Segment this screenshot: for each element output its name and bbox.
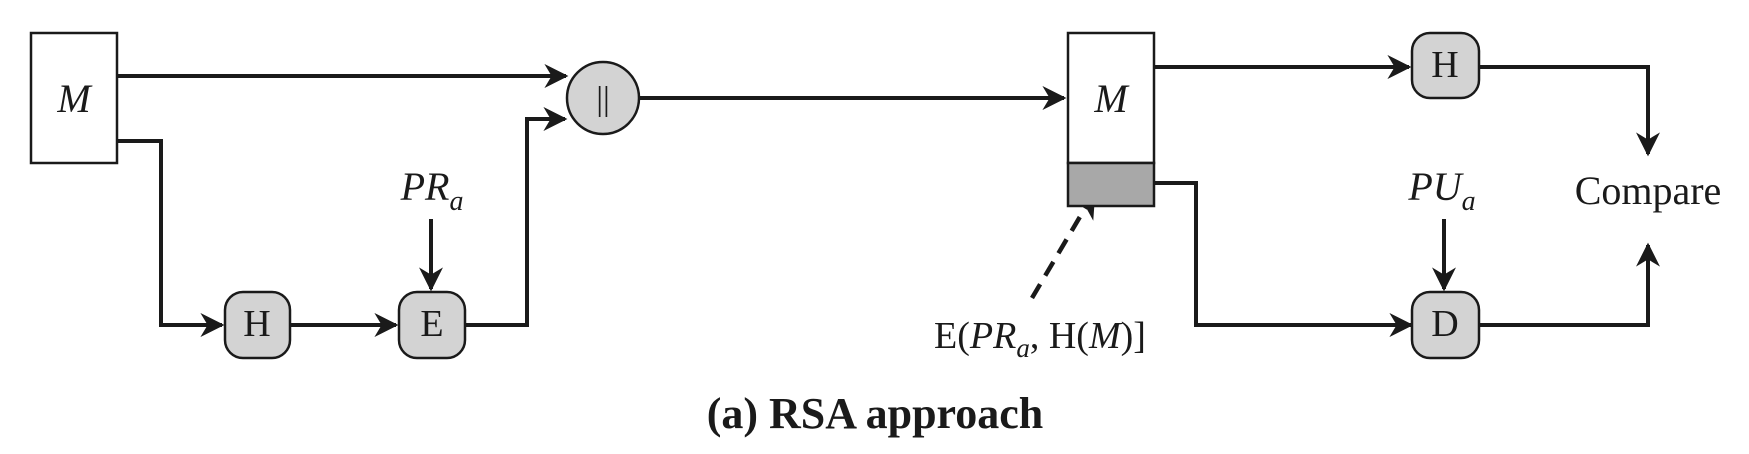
signature-pointer-arrow [1030, 190, 1096, 300]
sender-message-label: M [56, 76, 93, 121]
decrypt-op [1410, 290, 1481, 360]
wire-encrypt-to-concat [465, 107, 568, 327]
receiver-hash-op [1410, 31, 1481, 100]
receiver-message-label: M [1093, 76, 1130, 121]
signature-key-subscript: a [1016, 333, 1030, 363]
public-key-subscript: a [1462, 186, 1476, 217]
signature-block [1066, 161, 1156, 208]
public-key-label: PUa [1407, 164, 1475, 217]
signature-label: E(PRa, H(M)] [934, 315, 1146, 363]
sender-hash-op [223, 290, 292, 360]
concat-label: || [596, 81, 610, 118]
private-key-base: PR [400, 164, 450, 209]
private-key-label: PRa [400, 164, 464, 217]
sender-hash-label: H [243, 303, 270, 345]
sender-message-box [29, 31, 119, 165]
signature-suffix: )] [1121, 315, 1146, 357]
signature-message: M [1088, 315, 1123, 357]
receiver-hash-label: H [1431, 44, 1458, 86]
wire-message-to-hash [117, 139, 225, 337]
concat-op [565, 60, 641, 136]
wire-signature-to-decrypt [1154, 181, 1414, 337]
signature-key-base: PR [969, 315, 1016, 357]
diagram-caption: (a) RSA approach [707, 389, 1044, 438]
wire-hash-to-compare [1479, 65, 1660, 157]
signature-prefix: E( [934, 315, 970, 357]
public-key-base: PU [1407, 164, 1464, 209]
signature-middle: , H( [1030, 315, 1089, 357]
encrypt-op [397, 290, 467, 360]
compare-label: Compare [1575, 168, 1722, 213]
encrypt-label: E [420, 303, 443, 345]
private-key-subscript: a [449, 186, 463, 217]
decrypt-label: D [1431, 303, 1458, 345]
receiver-message-box [1066, 31, 1156, 165]
wire-decrypt-to-compare [1479, 242, 1660, 327]
